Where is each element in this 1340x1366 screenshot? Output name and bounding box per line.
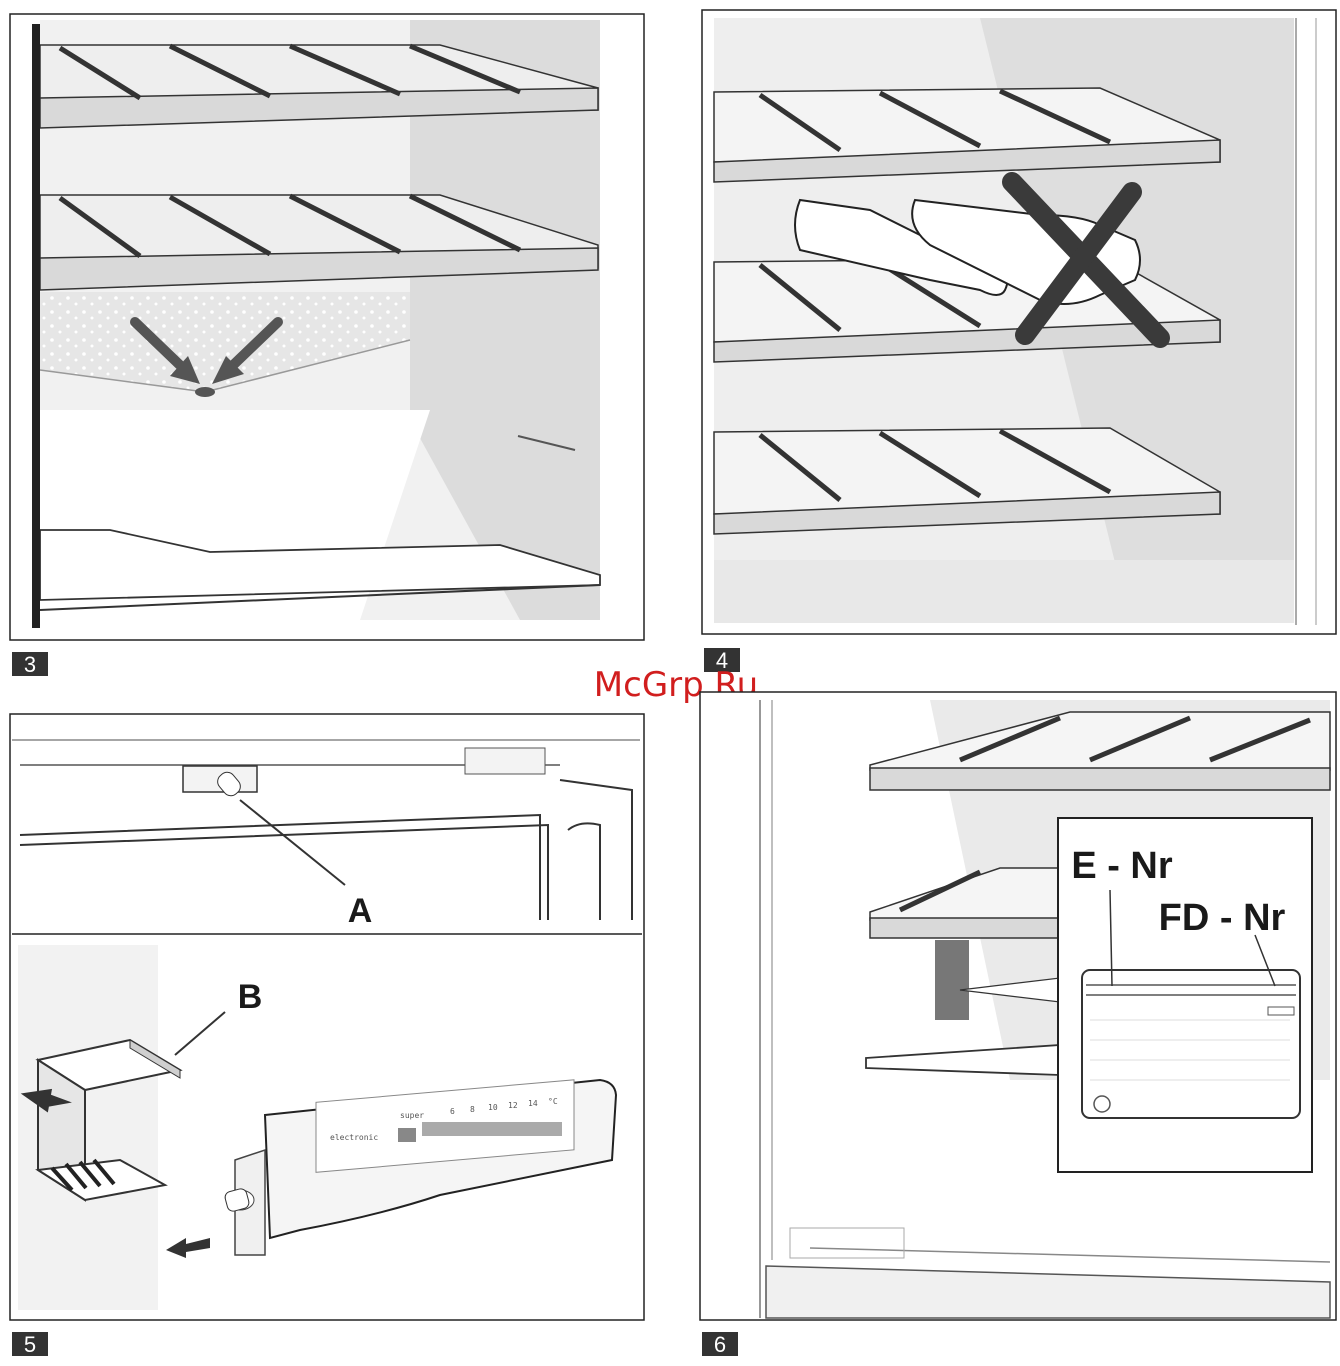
rating-plate-location <box>935 940 969 1020</box>
panel-brand: electronic <box>330 1133 378 1142</box>
fig3-side-wall <box>32 24 40 628</box>
panel-temp-unit: °C <box>548 1097 558 1106</box>
callout-e-nr: E - Nr <box>1071 845 1173 887</box>
figure-6-number: 6 <box>714 1332 726 1357</box>
figure-3 <box>10 14 644 640</box>
drain-hole <box>195 387 215 397</box>
rating-plate <box>1082 970 1300 1118</box>
panel-temp-4: 14 <box>528 1099 538 1108</box>
figure-4 <box>702 10 1336 634</box>
callout-fd-nr: FD - Nr <box>1159 897 1286 939</box>
callout-b: B <box>238 978 263 1016</box>
figure-5: A B electronic super <box>10 714 644 1320</box>
panel-temp-2: 10 <box>488 1103 498 1112</box>
panel-temp-0: 6 <box>450 1107 455 1116</box>
panel-temp-3: 12 <box>508 1101 518 1110</box>
callout-a: A <box>348 892 373 930</box>
figure-3-number: 3 <box>24 652 36 677</box>
figure-6: E - Nr FD - Nr <box>700 692 1336 1320</box>
figure-5-number: 5 <box>24 1332 36 1357</box>
panel-temp-1: 8 <box>470 1105 475 1114</box>
panel-super-label: super <box>400 1111 424 1120</box>
